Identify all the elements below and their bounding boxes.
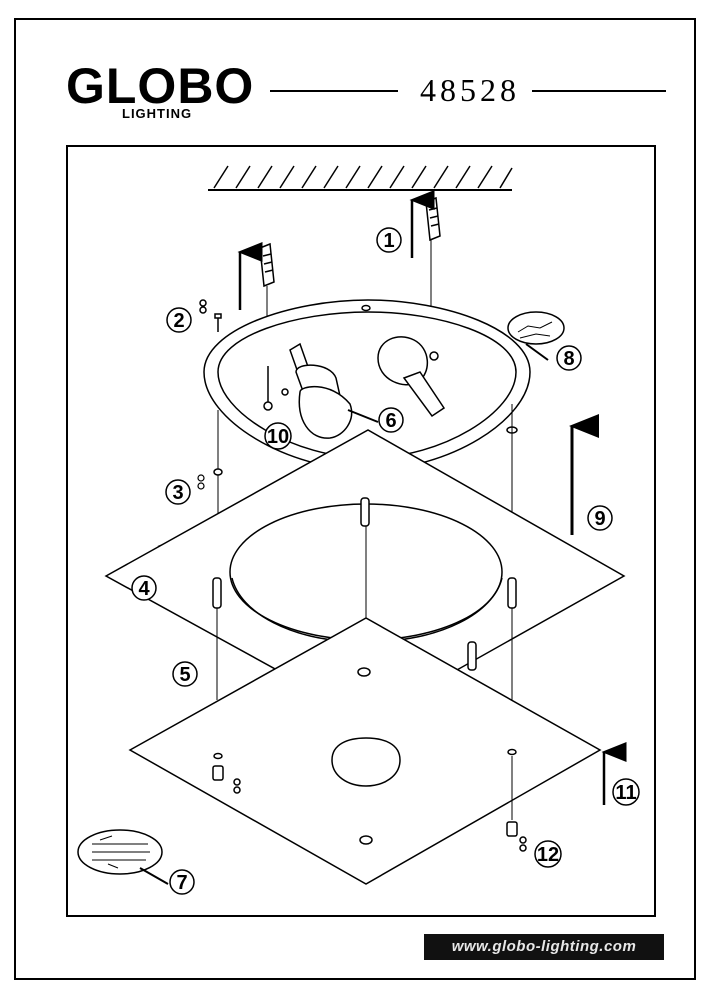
- callout-circle: [166, 307, 192, 333]
- header-rule-left: [270, 90, 398, 92]
- pointer-arrow: [139, 867, 169, 885]
- callout-11: 11: [615, 782, 636, 804]
- wall-plug-left: [259, 242, 275, 288]
- brand-subtitle: LIGHTING: [122, 106, 193, 121]
- callout-circle: [587, 505, 613, 531]
- callout-circle: [169, 869, 195, 895]
- callout-1: 1: [383, 230, 394, 252]
- callout-7: 7: [176, 872, 187, 894]
- callout-9: 9: [594, 508, 605, 530]
- pointer-arrow: [347, 409, 379, 423]
- knob-icon: [506, 748, 527, 852]
- callout-5: 5: [179, 664, 190, 686]
- screw-icon: [263, 366, 289, 411]
- screw-icon: [199, 299, 222, 332]
- callout-circle: [556, 345, 582, 371]
- brand-logo: GLOBO LIGHTING: [66, 58, 266, 122]
- sheet-border: [14, 18, 696, 980]
- brand-name: GLOBO: [66, 58, 255, 114]
- header-rule-right: [532, 90, 666, 92]
- callout-8: 8: [563, 348, 574, 370]
- spring-icon: [197, 474, 205, 490]
- wall-plug-right: [425, 196, 441, 242]
- lower-glass-plate: [128, 617, 602, 885]
- model-number: 48528: [420, 72, 520, 108]
- website-link[interactable]: www.globo-lighting.com: [424, 934, 664, 960]
- callout-4: 4: [138, 578, 150, 600]
- washer-icon: [213, 468, 223, 476]
- callout-10: 10: [267, 426, 289, 448]
- pointer-arrow: [525, 343, 549, 361]
- callout-circle: [534, 840, 562, 868]
- spacer-rods: [212, 497, 517, 671]
- wire-detail-bubble: [507, 311, 565, 345]
- drawing-frame: [66, 145, 656, 917]
- callout-circle: [131, 575, 157, 601]
- callout-2: 2: [173, 310, 184, 332]
- ceiling-line: [208, 165, 513, 191]
- callout-circle: [612, 778, 640, 806]
- callout-circle: [172, 661, 198, 687]
- callout-circle: [376, 227, 402, 253]
- callout-12: 12: [537, 844, 559, 866]
- callout-circle: [165, 479, 191, 505]
- knob-icon: [212, 752, 241, 794]
- wiring-detail-bubble: [77, 829, 163, 875]
- lamp-holder-right: [377, 336, 446, 418]
- callout-circle: [264, 422, 292, 450]
- lamp-holder-left: [289, 342, 353, 439]
- callout-6: 6: [385, 410, 396, 432]
- callout-circle: [378, 407, 404, 433]
- callout-3: 3: [172, 482, 183, 504]
